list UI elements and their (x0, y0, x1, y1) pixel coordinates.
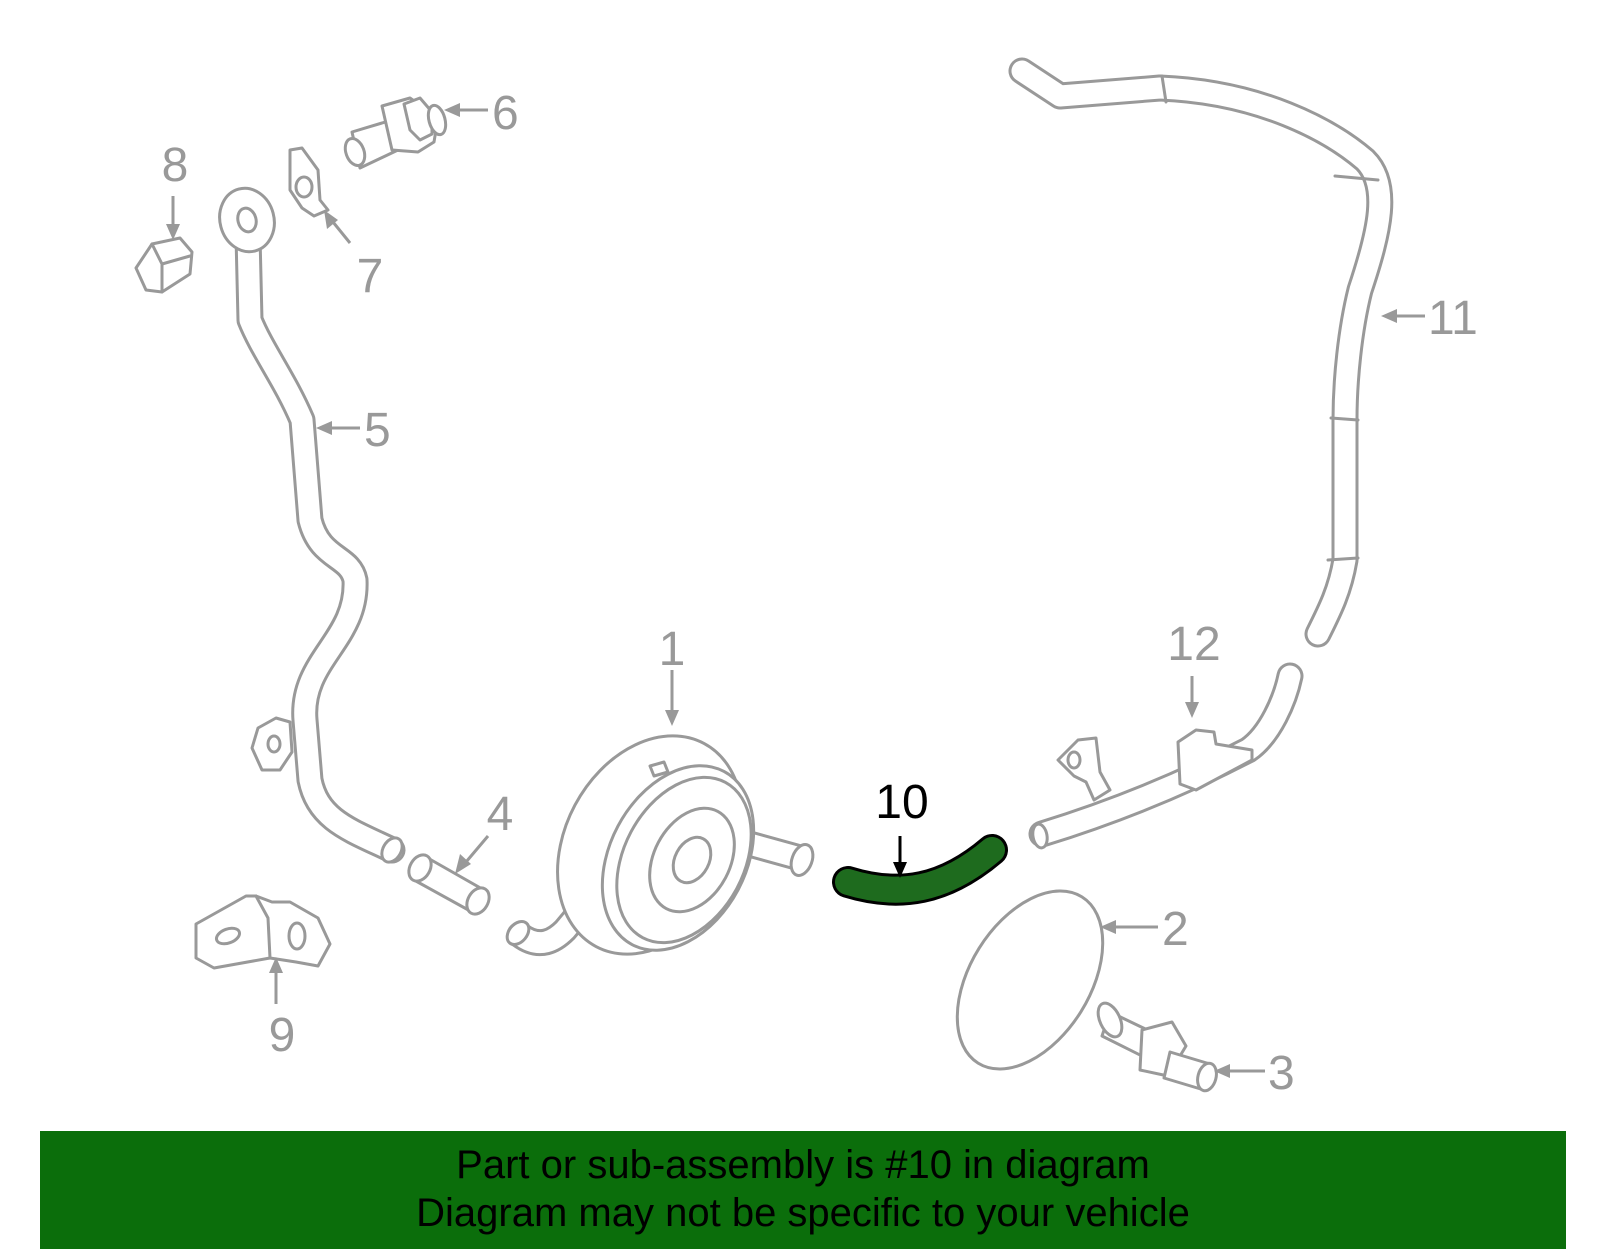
callout-2: 2 (1162, 903, 1189, 956)
callout-10: 10 (875, 776, 928, 829)
callout-1: 1 (659, 623, 686, 676)
pipe-bracket-icon[interactable] (1028, 662, 1304, 850)
o-ring-icon[interactable] (927, 865, 1133, 1095)
callout-6: 6 (492, 87, 519, 140)
callout-4: 4 (487, 788, 514, 841)
callout-3: 3 (1268, 1047, 1295, 1100)
cap-icon[interactable] (134, 236, 194, 294)
callout-11: 11 (1428, 292, 1478, 345)
callout-arrow-10 (893, 836, 907, 878)
banner-line-disclaimer: Diagram may not be specific to your vehi… (416, 1191, 1190, 1235)
water-pipe-icon[interactable] (1008, 57, 1394, 648)
union-bolt-icon[interactable] (342, 96, 449, 170)
oil-tube-icon[interactable] (213, 182, 407, 866)
callout-7: 7 (357, 250, 384, 303)
callout-arrows (166, 103, 1425, 1078)
connector-bolt-icon[interactable] (1093, 999, 1219, 1093)
banner-line-part: Part or sub-assembly is #10 in diagram (456, 1143, 1150, 1187)
bracket-icon[interactable] (194, 894, 332, 970)
callout-8: 8 (162, 139, 189, 192)
oil-cooler-icon[interactable] (503, 704, 817, 987)
callout-12: 12 (1167, 618, 1220, 671)
callout-5: 5 (364, 404, 391, 457)
sleeve-icon[interactable] (404, 851, 493, 918)
callout-9: 9 (269, 1009, 296, 1062)
part-info-banner: Part or sub-assembly is #10 in diagram D… (40, 1131, 1566, 1249)
gasket-icon[interactable] (288, 146, 330, 218)
hose-icon[interactable] (832, 834, 1008, 906)
